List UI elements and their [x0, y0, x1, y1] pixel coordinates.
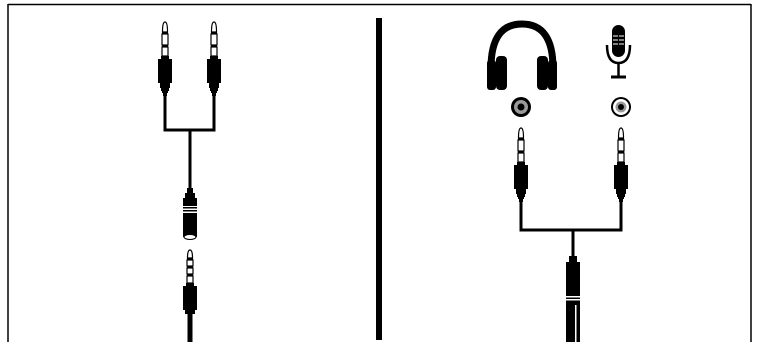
microphone-plug	[614, 128, 628, 202]
left-bottom-plug	[183, 250, 197, 342]
y-splitter-cable	[514, 128, 628, 342]
headphone-port	[511, 97, 531, 117]
headphone-plug	[514, 128, 528, 202]
headphones-icon	[487, 24, 557, 90]
y-splitter-cable	[158, 22, 221, 190]
panel-divider	[376, 18, 382, 340]
left-plug-1	[158, 22, 172, 96]
female-jack	[183, 188, 197, 240]
male-plug-cable	[183, 250, 197, 342]
microphone-port	[611, 97, 631, 117]
left-panel	[158, 22, 221, 342]
left-plug-2	[207, 22, 221, 96]
microphone-icon	[607, 25, 630, 77]
right-panel	[487, 24, 631, 342]
